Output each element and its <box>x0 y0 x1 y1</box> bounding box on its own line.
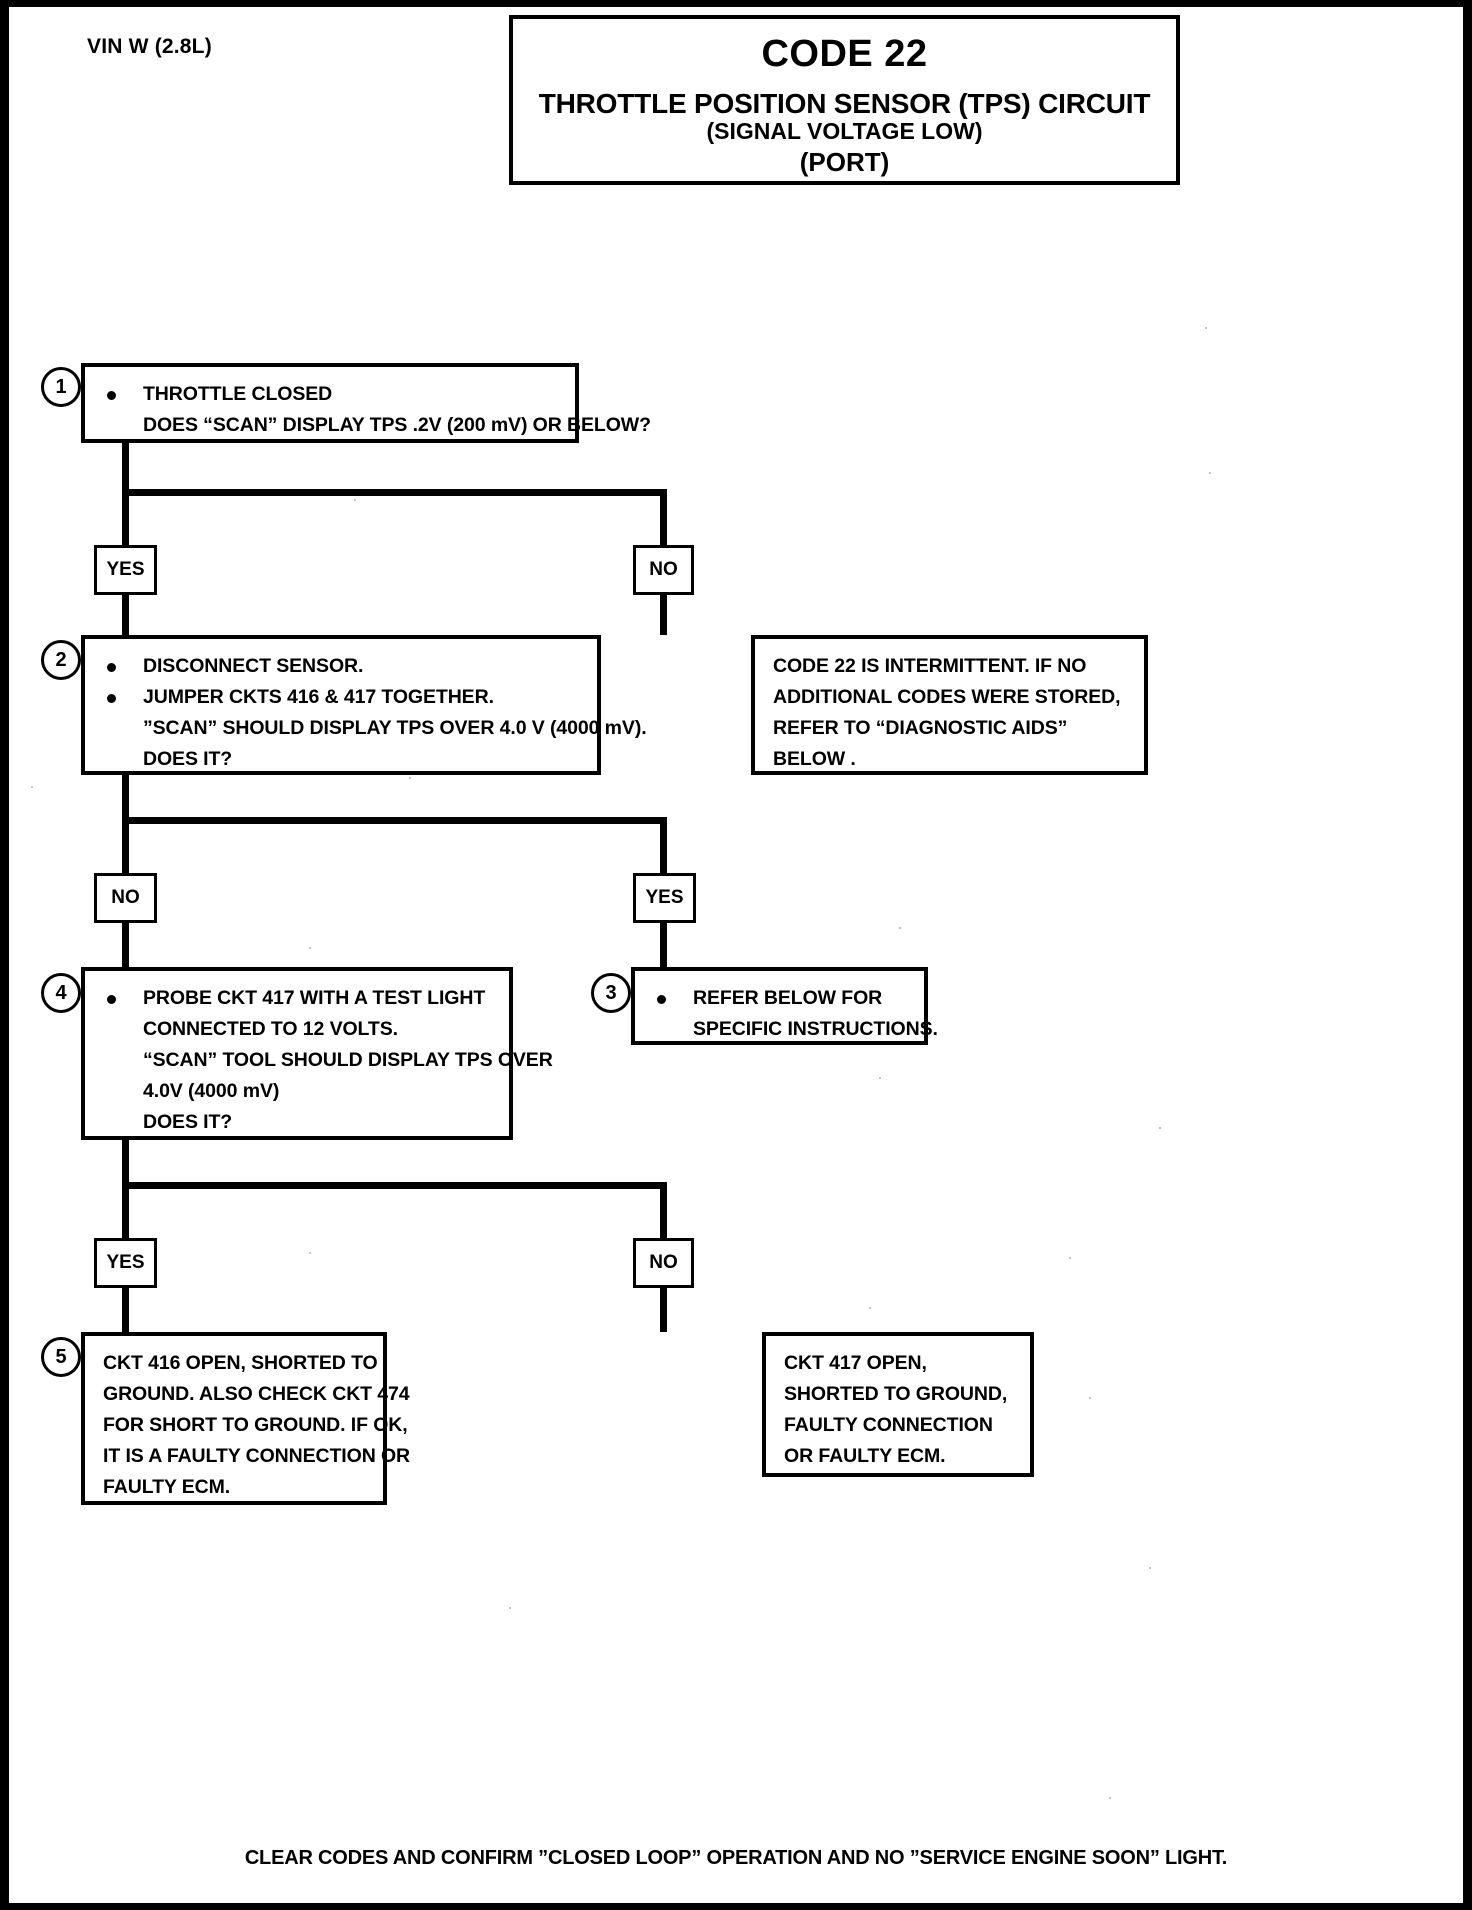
circuit-port: (PORT) <box>799 146 890 177</box>
step-4-line-0: PROBE CKT 417 WITH A TEST LIGHT <box>99 983 495 1014</box>
connector-s1-horizontal <box>122 489 667 496</box>
branch-1-no-tag: NO <box>633 545 694 595</box>
step-1-box: THROTTLE CLOSED DOES “SCAN” DISPLAY TPS … <box>81 363 651 443</box>
connector-s4-down <box>122 1140 129 1182</box>
step-5-box: CKT 416 OPEN, SHORTED TO GROUND. ALSO CH… <box>81 1332 411 1505</box>
connector-s1-yes-down <box>122 489 129 551</box>
connector-yes1-to-s2 <box>122 595 129 635</box>
step-number-5: 5 <box>41 1337 81 1377</box>
connector-no2-to-s4 <box>122 923 129 967</box>
step-3-line-0: REFER BELOW FOR <box>649 983 910 1014</box>
connector-s1-down <box>122 443 129 489</box>
connector-s1-no-down <box>660 489 667 551</box>
step-5-line-1: GROUND. ALSO CHECK CKT 474 <box>103 1383 410 1405</box>
intermittent-line-1: ADDITIONAL CODES WERE STORED, <box>773 686 1121 708</box>
branch-1-yes-tag: YES <box>94 545 157 595</box>
connector-yes2-to-s3 <box>660 923 667 967</box>
step-5-line-2: FOR SHORT TO GROUND. IF OK, <box>103 1414 408 1436</box>
connector-s4-yes-down <box>122 1182 129 1242</box>
connector-yes4-to-s5 <box>122 1288 129 1332</box>
step-4-line-1: CONNECTED TO 12 VOLTS. <box>143 1018 398 1040</box>
step-4-line-3: 4.0V (4000 mV) <box>143 1080 280 1102</box>
connector-s2-horizontal <box>122 817 667 824</box>
circuit-title: THROTTLE POSITION SENSOR (TPS) CIRCUIT <box>538 88 1151 119</box>
header-title-box: CODE 22 THROTTLE POSITION SENSOR (TPS) C… <box>509 15 1180 185</box>
step-5-line-4: FAULTY ECM. <box>103 1476 231 1498</box>
step-3-line-1: SPECIFIC INSTRUCTIONS. <box>693 1018 938 1040</box>
step-number-2: 2 <box>41 640 81 680</box>
step-2-line-3: DOES IT? <box>143 748 233 770</box>
connector-s4-no-down <box>660 1182 667 1242</box>
intermittent-line-0: CODE 22 IS INTERMITTENT. IF NO <box>773 655 1087 677</box>
connector-s2-yes-down <box>660 817 667 877</box>
step-5-line-0: CKT 416 OPEN, SHORTED TO <box>103 1352 378 1374</box>
connector-no4-to-ckt417 <box>660 1288 667 1332</box>
branch-2-yes-tag: YES <box>633 873 696 923</box>
step-2-line-1: JUMPER CKTS 416 & 417 TOGETHER. <box>99 682 583 713</box>
step-1-line-0: THROTTLE CLOSED <box>99 379 561 410</box>
ckt417-line-1: SHORTED TO GROUND, <box>784 1383 1008 1405</box>
connector-s2-down <box>122 775 129 817</box>
step-2-line-2: ”SCAN” SHOULD DISPLAY TPS OVER 4.0 V (40… <box>143 717 647 739</box>
ckt417-line-2: FAULTY CONNECTION <box>784 1414 993 1436</box>
connector-s2-no-down <box>122 817 129 877</box>
connector-no1-to-intermittent <box>660 595 667 635</box>
ckt417-line-3: OR FAULTY ECM. <box>784 1445 946 1467</box>
branch-2-no-tag: NO <box>94 873 157 923</box>
step-1-line-1: DOES “SCAN” DISPLAY TPS .2V (200 mV) OR … <box>143 414 651 436</box>
branch-4-no-tag: NO <box>633 1238 694 1288</box>
vin-label: VIN W (2.8L) <box>87 35 212 58</box>
intermittent-line-2: REFER TO “DIAGNOSTIC AIDS” <box>773 717 1068 739</box>
footer-note: CLEAR CODES AND CONFIRM ”CLOSED LOOP” OP… <box>244 1847 1228 1869</box>
step-2-line-0: DISCONNECT SENSOR. <box>99 651 583 682</box>
step-4-line-2: “SCAN” TOOL SHOULD DISPLAY TPS OVER <box>143 1049 553 1071</box>
step-3-box: REFER BELOW FOR SPECIFIC INSTRUCTIONS. <box>631 967 938 1045</box>
code-number: CODE 22 <box>761 33 928 75</box>
intermittent-line-3: BELOW . <box>773 748 856 770</box>
step-number-1: 1 <box>41 367 81 407</box>
ckt417-line-0: CKT 417 OPEN, <box>784 1352 927 1374</box>
step-number-3: 3 <box>591 973 631 1013</box>
step-number-4: 4 <box>41 973 81 1013</box>
ckt417-fault-box: CKT 417 OPEN, SHORTED TO GROUND, FAULTY … <box>762 1332 1034 1477</box>
connector-s4-horizontal <box>122 1182 667 1189</box>
circuit-subtitle: (SIGNAL VOLTAGE LOW) <box>706 118 983 145</box>
step-4-line-4: DOES IT? <box>143 1111 233 1133</box>
branch-4-yes-tag: YES <box>94 1238 157 1288</box>
step-2-box: DISCONNECT SENSOR. JUMPER CKTS 416 & 417… <box>81 635 647 775</box>
step-4-box: PROBE CKT 417 WITH A TEST LIGHT CONNECTE… <box>81 967 553 1140</box>
step-5-line-3: IT IS A FAULTY CONNECTION OR <box>103 1445 411 1467</box>
intermittent-result-box: CODE 22 IS INTERMITTENT. IF NO ADDITIONA… <box>751 635 1148 775</box>
